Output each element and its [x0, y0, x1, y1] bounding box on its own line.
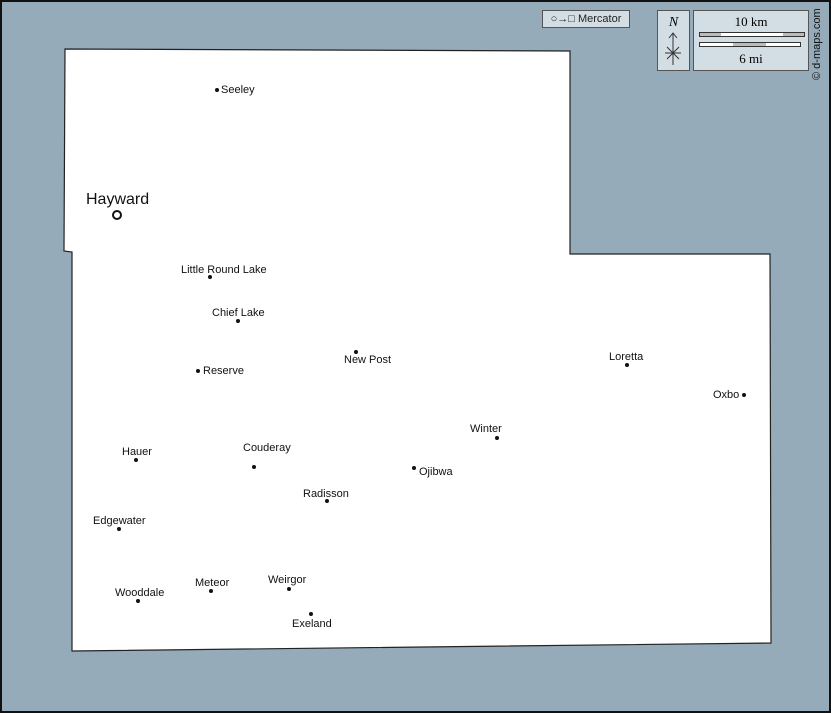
- place-label-new-post: New Post: [344, 354, 392, 366]
- scale-mi-bar: [699, 42, 801, 47]
- place-marker-winter: [495, 436, 499, 440]
- place-marker-exeland: [309, 612, 313, 616]
- place-label-hayward: Hayward: [86, 191, 150, 208]
- place-label-chief-lake: Chief Lake: [212, 307, 265, 319]
- north-label: N: [668, 15, 679, 30]
- place-marker-radisson: [325, 499, 329, 503]
- projection-label: Mercator: [577, 13, 622, 25]
- scale-km-bar: [699, 32, 805, 37]
- scale-bar: 10 km 6 mi: [693, 10, 809, 71]
- place-label-wooddale: Wooddale: [115, 587, 165, 599]
- place-marker-edgewater: [117, 527, 121, 531]
- place-marker-oxbo: [742, 393, 746, 397]
- place-label-little-round-lake: Little Round Lake: [181, 264, 267, 276]
- place-marker-wooddale: [136, 599, 140, 603]
- place-marker-weirgor: [287, 587, 291, 591]
- place-label-reserve: Reserve: [203, 365, 244, 377]
- place-label-seeley: Seeley: [221, 84, 255, 96]
- place-label-hauer: Hauer: [122, 446, 152, 458]
- place-label-winter: Winter: [470, 423, 502, 435]
- place-marker-new-post: [354, 350, 358, 354]
- circle-to-square-icon: ○→□: [550, 13, 575, 25]
- place-label-loretta: Loretta: [609, 351, 644, 363]
- scale-mi-label: 6 mi: [739, 51, 763, 66]
- projection-badge: ○→□ Mercator: [542, 10, 630, 28]
- place-marker-reserve: [196, 369, 200, 373]
- place-marker-loretta: [625, 363, 629, 367]
- county-outline: [63, 48, 772, 652]
- north-arrow: N: [657, 10, 690, 71]
- scale-km-label: 10 km: [734, 14, 768, 29]
- place-marker-hayward: [112, 210, 122, 220]
- place-label-couderay: Couderay: [243, 442, 291, 454]
- place-marker-chief-lake: [236, 319, 240, 323]
- place-marker-couderay: [252, 465, 256, 469]
- place-marker-ojibwa: [412, 466, 416, 470]
- place-marker-meteor: [209, 589, 213, 593]
- place-marker-hauer: [134, 458, 138, 462]
- place-label-exeland: Exeland: [292, 618, 332, 630]
- place-label-edgewater: Edgewater: [93, 515, 146, 527]
- place-label-meteor: Meteor: [195, 577, 230, 589]
- place-marker-seeley: [215, 88, 219, 92]
- place-label-radisson: Radisson: [303, 488, 349, 500]
- compass-icon: [665, 32, 681, 65]
- place-marker-little-round-lake: [208, 275, 212, 279]
- place-label-weirgor: Weirgor: [268, 574, 307, 586]
- place-label-oxbo: Oxbo: [713, 389, 740, 401]
- place-label-ojibwa: Ojibwa: [419, 466, 453, 478]
